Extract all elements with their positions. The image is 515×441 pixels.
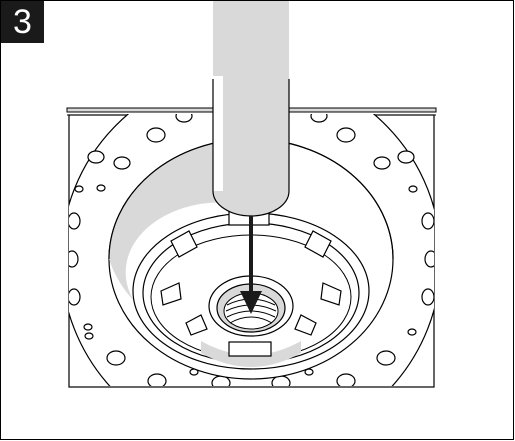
downward-arrow-icon bbox=[240, 216, 262, 314]
locking-tabs bbox=[160, 230, 342, 357]
bolt-holes bbox=[69, 114, 434, 386]
tool-shaft bbox=[212, 1, 290, 217]
step-number-badge: 3 bbox=[1, 1, 44, 43]
ring-shade bbox=[201, 341, 301, 367]
